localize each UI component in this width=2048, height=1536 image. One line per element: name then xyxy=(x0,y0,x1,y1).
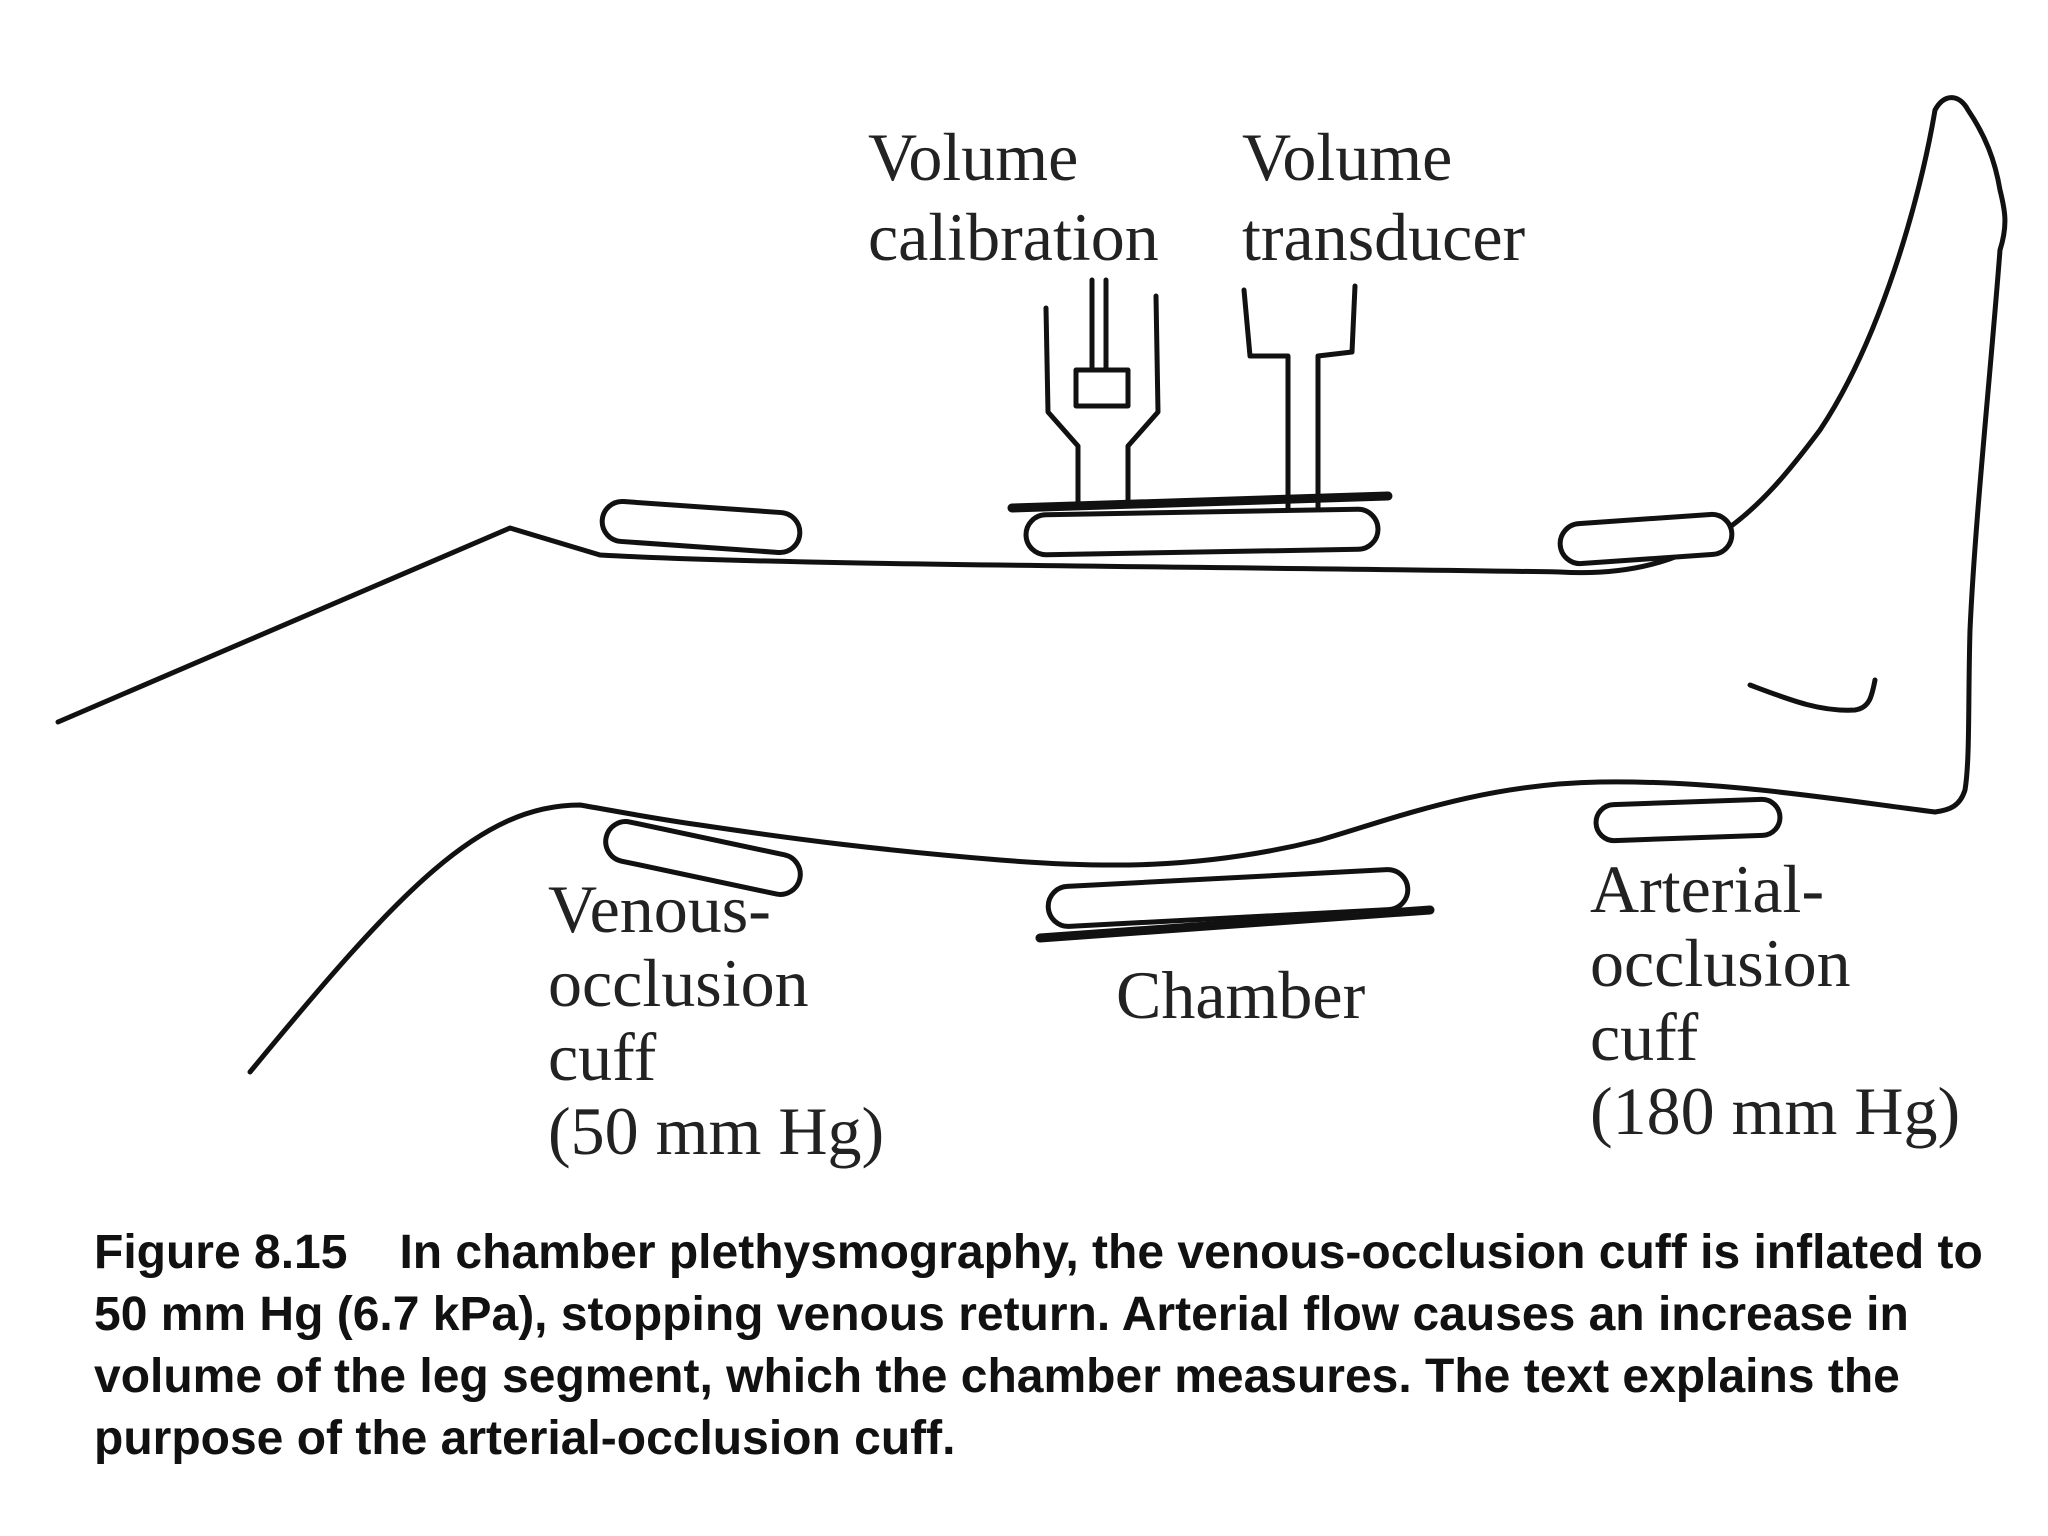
ankle-crease-mark xyxy=(1747,677,1878,713)
arterial-cuff-upper xyxy=(1557,511,1735,567)
label-venous-line1: Venous- xyxy=(548,871,771,947)
figure-number: Figure 8.15 xyxy=(94,1226,348,1279)
syringe-barrel xyxy=(1043,293,1161,509)
label-venous-line2: occlusion xyxy=(548,945,809,1021)
label-volume-transducer-line1: Volume xyxy=(1242,119,1452,195)
label-volume-calibration-line2: calibration xyxy=(868,199,1159,275)
volume-calibration-syringe xyxy=(1043,277,1161,509)
label-arterial-line3: cuff xyxy=(1590,999,1699,1075)
label-volume-calibration: Volume calibration xyxy=(868,119,1159,275)
label-arterial-line4: (180 mm Hg) xyxy=(1590,1073,1960,1149)
volume-transducer-tube xyxy=(1241,283,1358,511)
label-arterial-line2: occlusion xyxy=(1590,925,1851,1001)
chamber-lower-body xyxy=(1045,867,1411,929)
label-arterial-occlusion-cuff: Arterial- occlusion cuff (180 mm Hg) xyxy=(1590,851,1960,1149)
label-arterial-line1: Arterial- xyxy=(1590,851,1824,927)
venous-cuff-lower xyxy=(603,819,803,897)
label-chamber: Chamber xyxy=(1116,957,1366,1033)
label-volume-transducer: Volume transducer xyxy=(1242,119,1526,275)
venous-cuff-upper xyxy=(599,498,803,556)
caption-text: In chamber plethysmography, the venous-o… xyxy=(94,1226,1983,1465)
syringe-plunger-rod xyxy=(1089,277,1109,373)
leg-outline-lower xyxy=(247,779,1938,1075)
label-volume-calibration-line1: Volume xyxy=(868,119,1078,195)
label-volume-transducer-line2: transducer xyxy=(1242,199,1526,275)
syringe-piston xyxy=(1073,367,1131,409)
chamber-upper-body xyxy=(1023,506,1381,558)
label-venous-line4: (50 mm Hg) xyxy=(548,1093,884,1169)
arterial-cuff-lower xyxy=(1593,796,1783,844)
label-venous-line3: cuff xyxy=(548,1019,657,1095)
leg-outline-upper xyxy=(55,95,2008,815)
chamber-lower-plate xyxy=(1035,905,1435,943)
chamber-upper-plate xyxy=(1007,491,1393,513)
label-venous-occlusion-cuff: Venous- occlusion cuff (50 mm Hg) xyxy=(548,871,884,1169)
